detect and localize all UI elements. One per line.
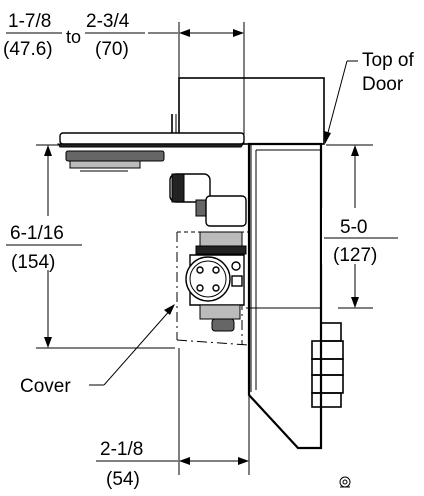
registration-mark-icon [339, 476, 351, 488]
right-height-mm: (127) [333, 245, 377, 266]
valve-screw-3 [196, 284, 204, 292]
closer-valve-ring [189, 260, 227, 298]
adjust-screw-lower [231, 275, 243, 287]
hinge-stack [311, 322, 344, 408]
right-height-dimension: 5-0 (127) [322, 144, 402, 309]
cover-arrow [164, 304, 175, 315]
cover-callout: Cover [20, 304, 175, 397]
valve-screw-1 [196, 266, 204, 274]
top-width-max-mm: (70) [95, 39, 129, 60]
top-width-min: 1-7/8 [8, 11, 51, 32]
top-arrow-right [233, 29, 244, 37]
cover-bottom-edge [176, 339, 249, 346]
top-of-door-label-line1: Top of [362, 50, 414, 71]
top-width-min-mm: (47.6) [3, 39, 53, 60]
top-width-to: to [66, 27, 81, 47]
pivot-knuckle-shade [171, 173, 185, 203]
top-arrow-left [179, 29, 190, 37]
closer-body [185, 231, 247, 332]
arm-assembly [57, 114, 247, 227]
left-dim-label-bg [4, 216, 86, 270]
forearm [65, 150, 165, 162]
hinge-knuckle-5 [311, 392, 342, 408]
forearm-shoe [69, 160, 141, 169]
main-arm-underside [57, 143, 244, 148]
bottom-width-mm: (54) [106, 469, 140, 490]
left-height-mm: (154) [11, 252, 55, 273]
closer-top-cap [199, 231, 243, 247]
hinge-knuckle-4 [311, 374, 344, 394]
door-body [247, 142, 323, 450]
door-leaf [247, 142, 323, 450]
main-arm [59, 132, 245, 145]
top-of-door-leader [325, 60, 348, 141]
closer-bottom-cap [199, 304, 241, 320]
left-height-dimension: 6-1/16 (154) [4, 144, 175, 349]
right-dim-label-bg [322, 208, 402, 264]
left-height-value: 6-1/16 [10, 223, 64, 244]
valve-screw-4 [212, 284, 220, 292]
closer-valve-disc [185, 256, 231, 302]
top-of-door-callout: Top of Door [324, 50, 414, 144]
registration-mark-center [342, 479, 348, 485]
cover-leader [103, 307, 173, 386]
right-height-value: 5-0 [340, 217, 367, 238]
closer-collar [195, 245, 247, 255]
hinge-knuckle-2 [311, 340, 344, 360]
closer-bottom-nut [211, 318, 235, 332]
registration-mark-ring [339, 476, 351, 488]
hinge-knuckle-3 [311, 358, 344, 376]
bottom-arrow-left [179, 457, 190, 465]
top-width-max: 2-3/4 [86, 11, 130, 32]
hinge-knuckle-1 [320, 322, 342, 342]
bottom-arrow-right [238, 457, 249, 465]
shaft-housing [205, 195, 247, 227]
adjust-screw-upper [231, 261, 241, 271]
left-dim-arrow-bottom [44, 337, 52, 348]
valve-screw-2 [212, 266, 220, 274]
top-dimension: 1-7/8 (47.6) to 2-3/4 (70) [3, 11, 245, 140]
bottom-dimension: 2-1/8 (54) [96, 348, 250, 490]
left-dim-arrow-top [44, 145, 52, 156]
bottom-width-value: 2-1/8 [100, 439, 143, 460]
cover-label: Cover [20, 376, 71, 397]
top-of-door-arrow [324, 131, 331, 144]
right-dim-arrow-top [351, 145, 359, 156]
right-dim-arrow-bottom [351, 297, 359, 308]
top-of-door-label-line2: Door [362, 74, 404, 95]
